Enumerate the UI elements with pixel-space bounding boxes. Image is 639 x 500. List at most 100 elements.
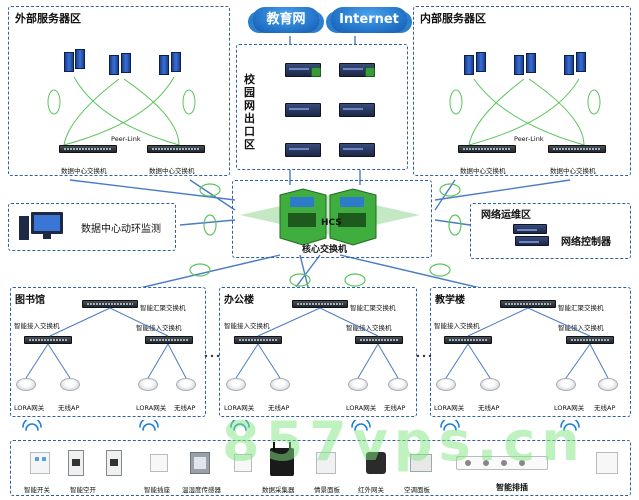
wireless-ap-label: 无线AP bbox=[268, 404, 290, 412]
lora-gateway-icon bbox=[556, 378, 576, 391]
lora-gateway-label: LORA网关 bbox=[434, 404, 465, 412]
dc-switch-icon bbox=[59, 145, 117, 153]
wireless-ap-icon bbox=[176, 378, 196, 391]
gateway-icon bbox=[339, 143, 375, 157]
wireless-ap-icon bbox=[60, 378, 80, 391]
dc-switch-label: 数据中心交换机 bbox=[149, 167, 195, 175]
core-zone bbox=[232, 180, 432, 258]
access-switch-icon bbox=[145, 336, 193, 344]
agg-switch-label: 智能汇聚交换机 bbox=[558, 304, 604, 312]
router-icon bbox=[285, 103, 321, 117]
dc-switch-icon bbox=[147, 145, 205, 153]
server-icon bbox=[526, 53, 536, 73]
edu-network-cloud: 教育网 bbox=[252, 7, 320, 33]
access-switch-icon bbox=[444, 336, 492, 344]
device-label: 智能插座 bbox=[144, 486, 170, 494]
internet-cloud: Internet bbox=[330, 7, 408, 33]
server-icon bbox=[564, 55, 574, 75]
device-label: 智能排插 bbox=[496, 483, 528, 492]
wifi-icon bbox=[142, 423, 156, 431]
device-label: 数据采集器 bbox=[262, 486, 295, 494]
zone-title: 网络运维区 bbox=[481, 210, 531, 221]
dc-switch-icon bbox=[458, 145, 516, 153]
agg-switch-icon bbox=[500, 300, 556, 308]
wireless-ap-icon bbox=[388, 378, 408, 391]
zone-title: 内部服务器区 bbox=[420, 12, 486, 25]
wifi-icon bbox=[25, 423, 39, 431]
controller-label: 网络控制器 bbox=[561, 237, 611, 248]
access-switch-icon bbox=[234, 336, 282, 344]
gateway-icon bbox=[285, 143, 321, 157]
wifi-icon bbox=[233, 423, 247, 431]
wireless-ap-label: 无线AP bbox=[384, 404, 406, 412]
wireless-ap-icon bbox=[598, 378, 618, 391]
network-controller-icon bbox=[513, 224, 547, 234]
netops-zone: 网络运维区 网络控制器 bbox=[470, 203, 631, 259]
infrared-gateway-icon bbox=[366, 452, 386, 474]
zone-title: 教学楼 bbox=[435, 295, 465, 306]
zone-title: 办公楼 bbox=[224, 295, 254, 306]
wifi-icon bbox=[443, 423, 457, 431]
dc-switch-label: 数据中心交换机 bbox=[61, 167, 107, 175]
hcs-label: HCS bbox=[321, 218, 342, 228]
lora-gateway-label: LORA网关 bbox=[136, 404, 167, 412]
device-label: 情景面板 bbox=[314, 486, 340, 494]
smart-switch-icon bbox=[30, 452, 50, 474]
external-server-zone: 外部服务器区 Peer-Link 数据中心交换机 数据中心交换机 bbox=[8, 6, 230, 176]
peer-link-label: Peer-Link bbox=[111, 135, 141, 143]
wireless-ap-label: 无线AP bbox=[594, 404, 616, 412]
server-icon bbox=[514, 55, 524, 75]
power-strip-icon bbox=[456, 456, 548, 470]
monitor-icon bbox=[19, 212, 63, 240]
smart-socket-icon bbox=[150, 454, 168, 472]
lora-gateway-icon bbox=[226, 378, 246, 391]
server-icon bbox=[75, 49, 85, 69]
access-switch-label: 智能接入交换机 bbox=[224, 322, 270, 330]
campus-exit-zone: 校园网出口区 bbox=[236, 44, 408, 170]
zone-title: 外部服务器区 bbox=[15, 12, 81, 25]
device-label: 温湿度传感器 bbox=[182, 486, 221, 494]
internal-server-zone: 内部服务器区 Peer-Link 数据中心交换机 数据中心交换机 bbox=[413, 6, 631, 176]
core-switch-icon bbox=[279, 188, 377, 246]
monitoring-zone: 数据中心动环监测 bbox=[8, 203, 176, 251]
data-collector-icon bbox=[270, 442, 294, 476]
smart-breaker-icon bbox=[68, 450, 84, 476]
access-switch-label: 智能接入交换机 bbox=[14, 322, 60, 330]
lora-gateway-icon bbox=[436, 378, 456, 391]
lora-gateway-icon bbox=[138, 378, 158, 391]
access-switch-label: 智能接入交换机 bbox=[346, 324, 392, 332]
access-switch-label: 智能接入交换机 bbox=[558, 324, 604, 332]
agg-switch-icon bbox=[82, 300, 138, 308]
device-label: 红外网关 bbox=[358, 486, 384, 494]
wifi-icon bbox=[563, 423, 577, 431]
wireless-ap-icon bbox=[270, 378, 290, 391]
office-zone: 办公楼 bbox=[219, 287, 417, 417]
wifi-signal-row bbox=[22, 420, 580, 431]
server-icon bbox=[171, 52, 181, 72]
firewall-badge-icon bbox=[365, 67, 375, 77]
server-icon bbox=[159, 55, 169, 75]
wireless-ap-icon bbox=[480, 378, 500, 391]
firewall-badge-icon bbox=[311, 67, 321, 77]
access-switch-icon bbox=[355, 336, 403, 344]
lora-gateway-label: LORA网关 bbox=[554, 404, 585, 412]
dc-switch-label: 数据中心交换机 bbox=[460, 167, 506, 175]
humidity-sensor-icon bbox=[190, 452, 210, 474]
zone-title: 数据中心动环监测 bbox=[81, 224, 161, 235]
server-icon bbox=[121, 53, 131, 73]
wireless-ap-label: 无线AP bbox=[58, 404, 80, 412]
lora-gateway-icon bbox=[16, 378, 36, 391]
access-switch-label: 智能接入交换机 bbox=[434, 322, 480, 330]
agg-switch-icon bbox=[292, 300, 348, 308]
server-links bbox=[47, 76, 196, 146]
zone-title: 图书馆 bbox=[15, 295, 45, 306]
network-controller-icon bbox=[515, 236, 549, 246]
server-icon bbox=[109, 55, 119, 75]
lora-gateway-label: LORA网关 bbox=[224, 404, 255, 412]
dc-switch-label: 数据中心交换机 bbox=[550, 167, 596, 175]
server-icon bbox=[576, 52, 586, 72]
wireless-ap-label: 无线AP bbox=[478, 404, 500, 412]
core-switch-label: 核心交换机 bbox=[302, 245, 348, 255]
server-links bbox=[449, 78, 601, 146]
